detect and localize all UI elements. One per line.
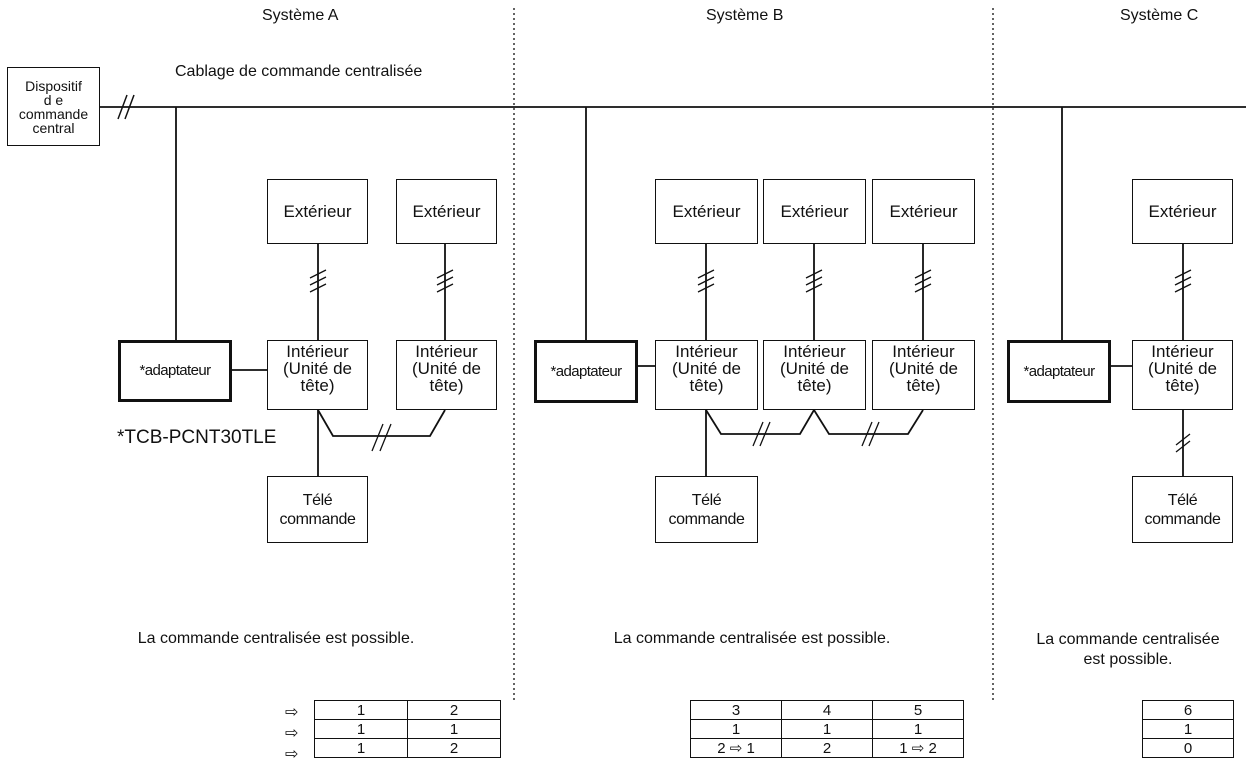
system-c-label: Système C	[1120, 7, 1199, 24]
table-cell: 5	[872, 700, 964, 720]
central-wiring-label: Cablage de commande centralisée	[175, 63, 423, 80]
adapter-model-label: *TCB-PCNT30TLE	[117, 427, 277, 448]
table-row: 1	[1142, 719, 1234, 739]
table-row: 3 4 5	[690, 700, 964, 720]
indoor-interconnect-a	[317, 409, 446, 437]
row-arrow-icon: ⇨	[285, 725, 299, 742]
table-cell: 3	[690, 700, 782, 720]
indoor-unit-c1: Intérieur (Unité de tête)	[1132, 340, 1233, 410]
table-a-row-arrows: ⇨ ⇨ ⇨	[285, 702, 298, 765]
outdoor-unit-b3: Extérieur	[872, 179, 975, 244]
double-slash-b	[752, 421, 880, 447]
outdoor-unit-a2: Extérieur	[396, 179, 497, 244]
table-cell: 0	[1142, 738, 1234, 758]
note-system-c: La commande centralisée est possible.	[1036, 631, 1220, 668]
double-slash-a	[371, 423, 392, 452]
double-slash-c	[1175, 433, 1191, 453]
table-row: 6	[1142, 700, 1234, 720]
remote-control-b: Télé commande	[655, 476, 758, 543]
table-cell: 2	[407, 700, 501, 720]
indoor-interconnect-b	[705, 408, 924, 435]
indoor-unit-b1: Intérieur (Unité de tête)	[655, 340, 758, 410]
bus-slash-mark	[117, 94, 135, 120]
table-row: 0	[1142, 738, 1234, 758]
central-control-device: Dispositif d e commande central	[7, 67, 100, 146]
table-row: 1 2	[314, 700, 501, 720]
adapter-a: *adaptateur	[118, 340, 232, 402]
indoor-unit-a1: Intérieur (Unité de tête)	[267, 340, 368, 410]
outdoor-unit-b2: Extérieur	[763, 179, 866, 244]
table-cell: 1	[407, 719, 501, 739]
adapter-b: *adaptateur	[534, 340, 638, 403]
table-row: 1 2	[314, 738, 501, 758]
address-table-a: 1 2 1 1 1 2	[314, 700, 501, 758]
outdoor-unit-a1: Extérieur	[267, 179, 368, 244]
table-cell: 2	[781, 738, 873, 758]
indoor-unit-b2: Intérieur (Unité de tête)	[763, 340, 866, 410]
system-b-label: Système B	[706, 7, 784, 24]
triple-slash-marks	[309, 269, 1192, 293]
table-cell: 2 ⇨ 1	[690, 738, 782, 758]
row-arrow-icon: ⇨	[285, 704, 299, 721]
table-cell: 4	[781, 700, 873, 720]
table-cell: 1	[690, 719, 782, 739]
table-cell: 1	[314, 719, 408, 739]
table-cell: 1	[872, 719, 964, 739]
note-system-b: La commande centralisée est possible.	[613, 630, 891, 647]
remote-control-c: Télé commande	[1132, 476, 1233, 543]
table-row: 2 ⇨ 1 2 1 ⇨ 2	[690, 738, 964, 758]
outdoor-unit-b1: Extérieur	[655, 179, 758, 244]
table-row: 1 1	[314, 719, 501, 739]
system-a-label: Système A	[262, 7, 339, 24]
table-cell: 1	[314, 700, 408, 720]
row-arrow-icon: ⇨	[285, 746, 299, 763]
address-table-c: 6 1 0	[1142, 700, 1234, 758]
indoor-unit-b3: Intérieur (Unité de tête)	[872, 340, 975, 410]
outdoor-unit-c1: Extérieur	[1132, 179, 1233, 244]
table-cell: 1	[1142, 719, 1234, 739]
table-cell: 2	[407, 738, 501, 758]
note-system-a: La commande centralisée est possible.	[137, 630, 415, 647]
table-row: 1 1 1	[690, 719, 964, 739]
remote-control-a: Télé commande	[267, 476, 368, 543]
adapter-c: *adaptateur	[1007, 340, 1111, 403]
table-cell: 1	[314, 738, 408, 758]
table-cell: 1	[781, 719, 873, 739]
table-cell: 1 ⇨ 2	[872, 738, 964, 758]
address-table-b: 3 4 5 1 1 1 2 ⇨ 1 2 1 ⇨ 2	[690, 700, 964, 758]
table-cell: 6	[1142, 700, 1234, 720]
indoor-unit-a2: Intérieur (Unité de tête)	[396, 340, 497, 410]
